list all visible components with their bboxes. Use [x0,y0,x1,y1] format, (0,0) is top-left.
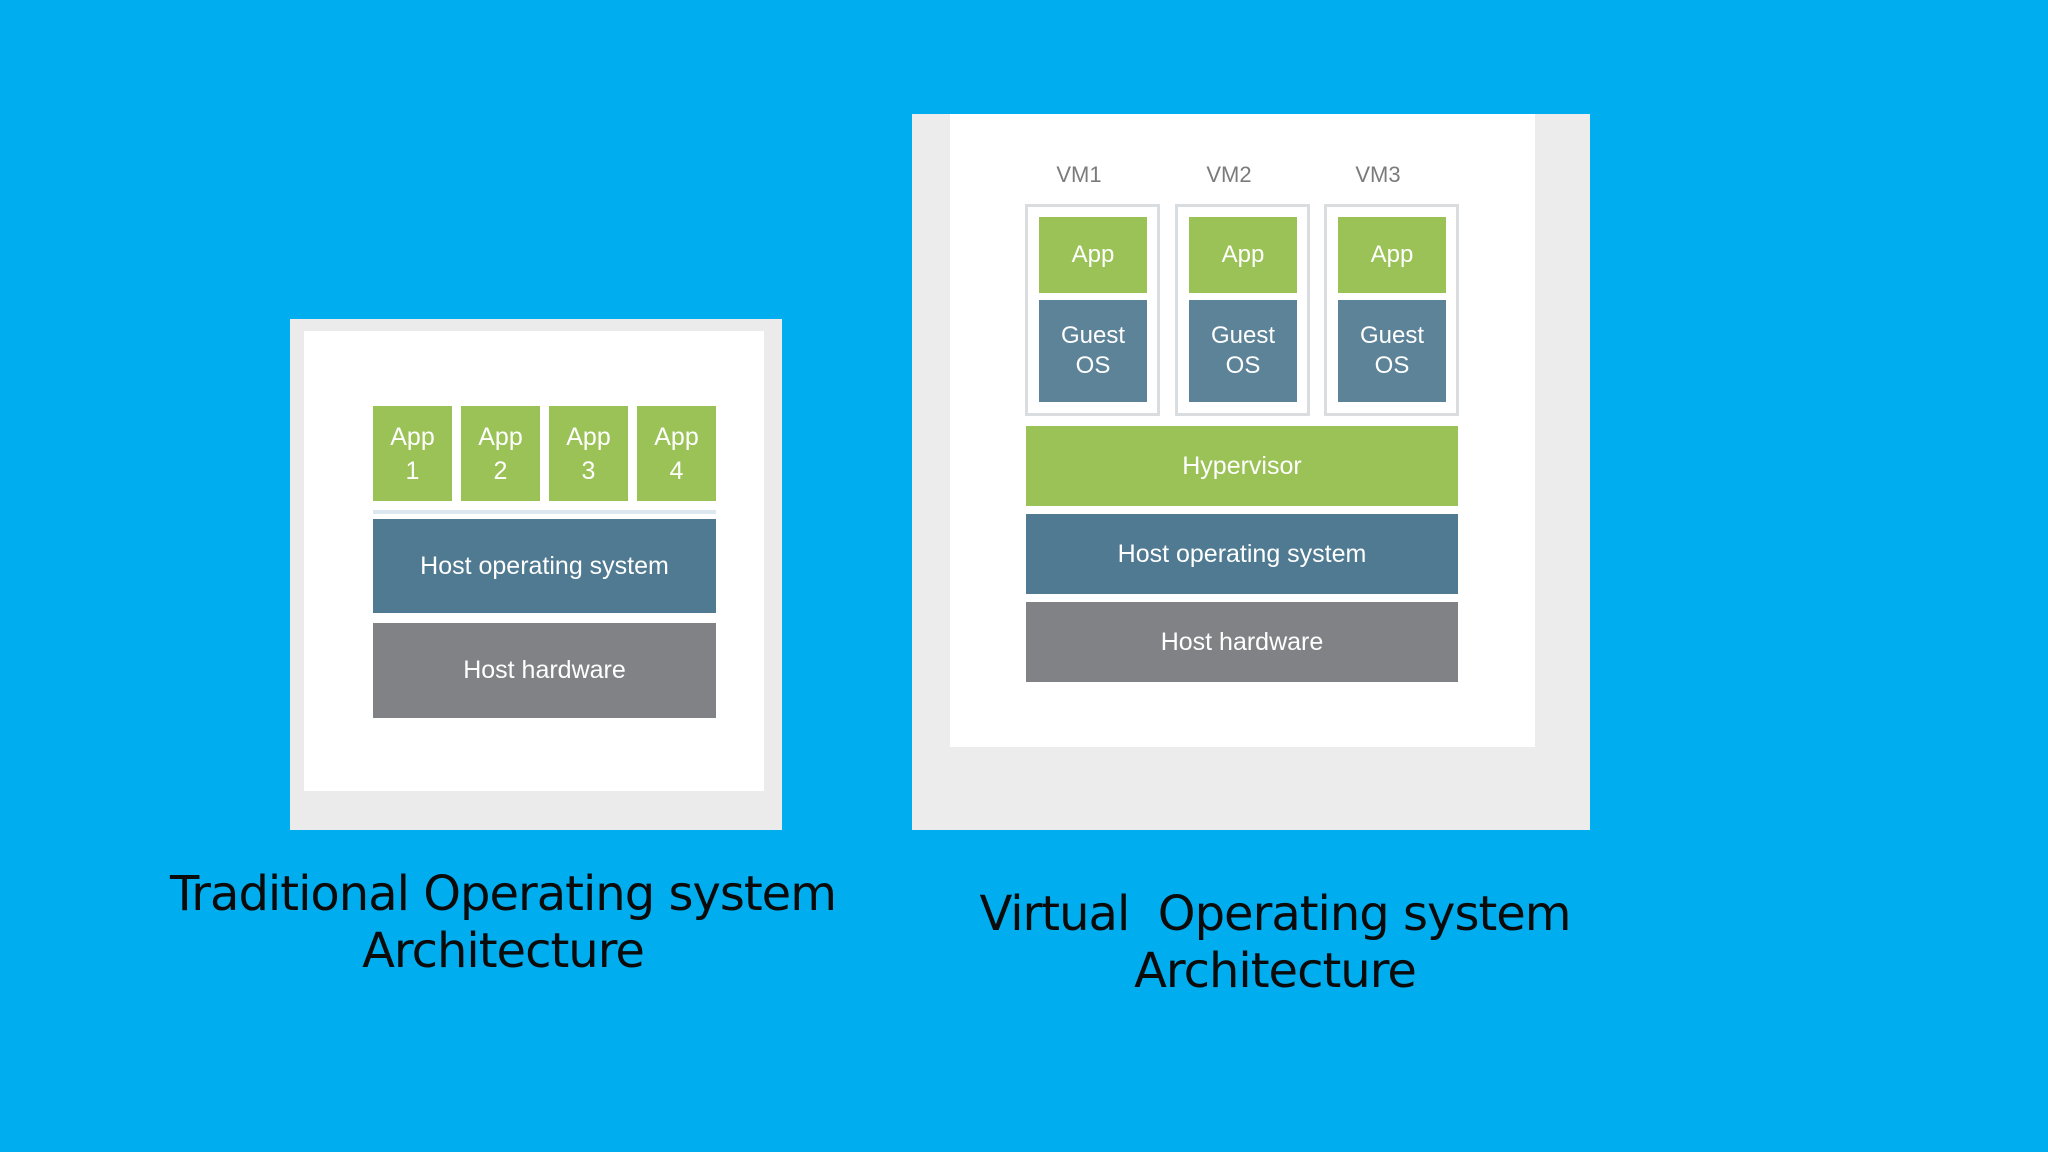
traditional-host-hardware-layer: Host hardware [373,623,716,718]
traditional-app-4: App 4 [637,406,716,501]
app-number: 1 [405,456,420,485]
vm3-box: App Guest OS [1324,204,1459,416]
virtual-host-hardware-layer: Host hardware [1026,602,1458,682]
app-label: App [1370,241,1414,268]
vm1-guest-os: Guest OS [1039,300,1147,402]
os-label: OS [1374,352,1410,379]
app-number: 3 [581,456,596,485]
vm1-app: App [1039,217,1147,293]
app-label: App [478,422,523,451]
app-label: App [566,422,611,451]
traditional-diagram: App 1 App 2 App 3 App 4 Host operating s… [290,319,782,830]
host-hardware-label: Host hardware [1160,627,1324,656]
app-label: App [654,422,699,451]
vm2-box: App Guest OS [1175,204,1310,416]
os-label: OS [1075,352,1111,379]
vm2-label: VM2 [1206,162,1252,187]
traditional-divider [373,510,716,514]
vm3-app: App [1338,217,1446,293]
vm1-label: VM1 [1056,162,1102,187]
vm3-guest-os: Guest OS [1338,300,1446,402]
vm1-box: App Guest OS [1025,204,1160,416]
host-os-label: Host operating system [1117,539,1367,568]
vm2-guest-os: Guest OS [1189,300,1297,402]
traditional-diagram-canvas: App 1 App 2 App 3 App 4 Host operating s… [304,331,764,791]
virtual-diagram-canvas: VM1 VM2 VM3 App Guest OS App Guest OS Ap… [950,114,1535,747]
app-label: App [390,422,435,451]
traditional-apps-row: App 1 App 2 App 3 App 4 [373,406,716,501]
os-label: OS [1225,352,1261,379]
traditional-caption-line2: Architecture [362,923,645,979]
traditional-host-os-layer: Host operating system [373,519,716,613]
virtual-diagram: VM1 VM2 VM3 App Guest OS App Guest OS Ap… [912,114,1590,830]
virtual-caption-line1: Virtual Operating system [979,886,1571,942]
traditional-caption: Traditional Operating system Architectur… [130,866,876,980]
traditional-app-1: App 1 [373,406,452,501]
host-hardware-label: Host hardware [463,656,626,684]
host-os-label: Host operating system [420,551,669,580]
guest-label: Guest [1210,322,1276,349]
guest-label: Guest [1359,322,1425,349]
guest-label: Guest [1060,322,1126,349]
app-number: 2 [493,456,508,485]
virtual-host-os-layer: Host operating system [1026,514,1458,594]
virtual-hypervisor-layer: Hypervisor [1026,426,1458,506]
vm2-app: App [1189,217,1297,293]
virtual-caption-line2: Architecture [1134,943,1417,999]
virtual-caption: Virtual Operating system Architecture [930,886,1620,1000]
traditional-caption-line1: Traditional Operating system [170,866,837,922]
app-label: App [1071,241,1115,268]
hypervisor-label: Hypervisor [1182,451,1302,480]
traditional-app-2: App 2 [461,406,540,501]
traditional-app-3: App 3 [549,406,628,501]
vm3-label: VM3 [1355,162,1401,187]
app-label: App [1221,241,1265,268]
app-number: 4 [669,456,684,485]
